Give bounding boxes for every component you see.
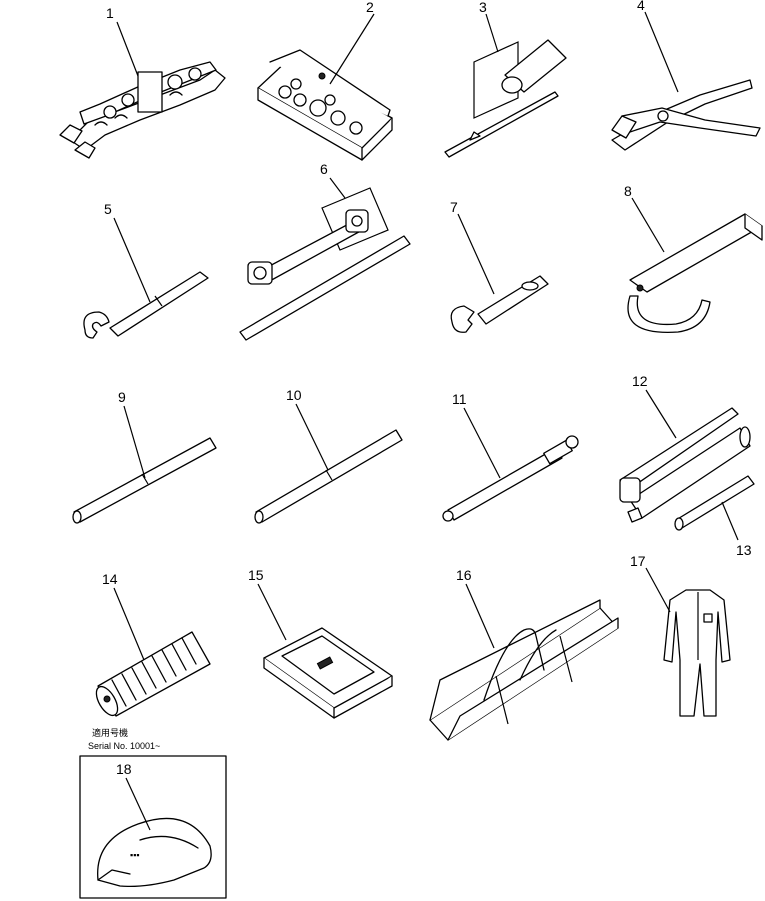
- part-number: 4: [637, 0, 645, 13]
- part-16: 16: [429, 567, 619, 741]
- part-5: 5: [83, 201, 209, 339]
- tool-bag-icon: [429, 599, 619, 741]
- part-number: 13: [736, 542, 752, 558]
- socket-set-case-icon: [257, 49, 393, 161]
- part-4: 4: [611, 0, 761, 151]
- coverall-icon: [663, 589, 731, 717]
- part-17: 17: [630, 553, 731, 717]
- part-number: 2: [366, 0, 374, 15]
- part-number: 9: [118, 389, 126, 405]
- part-number: 15: [248, 567, 264, 583]
- part-number: 12: [632, 373, 648, 389]
- pliers-icon: [611, 79, 761, 151]
- cap-icon: ▪▪▪: [97, 817, 212, 888]
- grease-gun-icon: [619, 407, 751, 523]
- part-11: 11: [442, 391, 579, 522]
- part-number: 10: [286, 387, 302, 403]
- part-number: 3: [479, 0, 487, 15]
- coiled-hose-icon: [95, 631, 211, 717]
- part-number: 18: [116, 761, 132, 777]
- part-3: 3: [444, 0, 567, 158]
- part-15: 15: [248, 567, 393, 719]
- part-12: 12: [619, 373, 751, 523]
- part-8: 8: [624, 183, 763, 334]
- part-number: 7: [450, 199, 458, 215]
- bar-icon: [72, 437, 217, 524]
- wrench-set-icon: [59, 61, 226, 159]
- part-14: 14: [95, 571, 211, 717]
- part-number: 16: [456, 567, 472, 583]
- part-7: 7: [450, 199, 549, 333]
- cap-logo: ▪▪▪: [130, 850, 140, 860]
- part-number: 17: [630, 553, 646, 569]
- adjustable-wrench-icon: [450, 275, 549, 333]
- part-9: 9: [72, 389, 217, 524]
- screwdriver-icon: [444, 39, 567, 158]
- part-number: 14: [102, 571, 118, 587]
- part-number: 1: [106, 5, 114, 21]
- part-number: 8: [624, 183, 632, 199]
- pin-tool-icon: [442, 435, 579, 522]
- part-18: ▪▪▪ 18: [79, 755, 227, 899]
- part-number: 6: [320, 161, 328, 177]
- serial-note: 適用号機 Serial No. 10001~: [88, 727, 160, 751]
- part-number: 11: [452, 391, 467, 407]
- box-wrench-with-bar-icon: [239, 187, 411, 341]
- serial-note-jp: 適用号機: [92, 727, 128, 738]
- spanner-with-extension-icon: [83, 271, 209, 339]
- part-13: 13: [674, 475, 755, 558]
- nozzle-pipe-icon: [674, 475, 755, 531]
- part-10: 10: [254, 387, 403, 524]
- filter-wrench-icon: [627, 213, 763, 334]
- part-number: 5: [104, 201, 112, 217]
- bar-icon: [254, 429, 403, 524]
- part-6: 6: [239, 161, 411, 341]
- part-1: 1: [59, 5, 226, 159]
- document-case-icon: [263, 627, 393, 719]
- serial-note-label: Serial No. 10001~: [88, 741, 160, 751]
- part-2: 2: [257, 0, 393, 161]
